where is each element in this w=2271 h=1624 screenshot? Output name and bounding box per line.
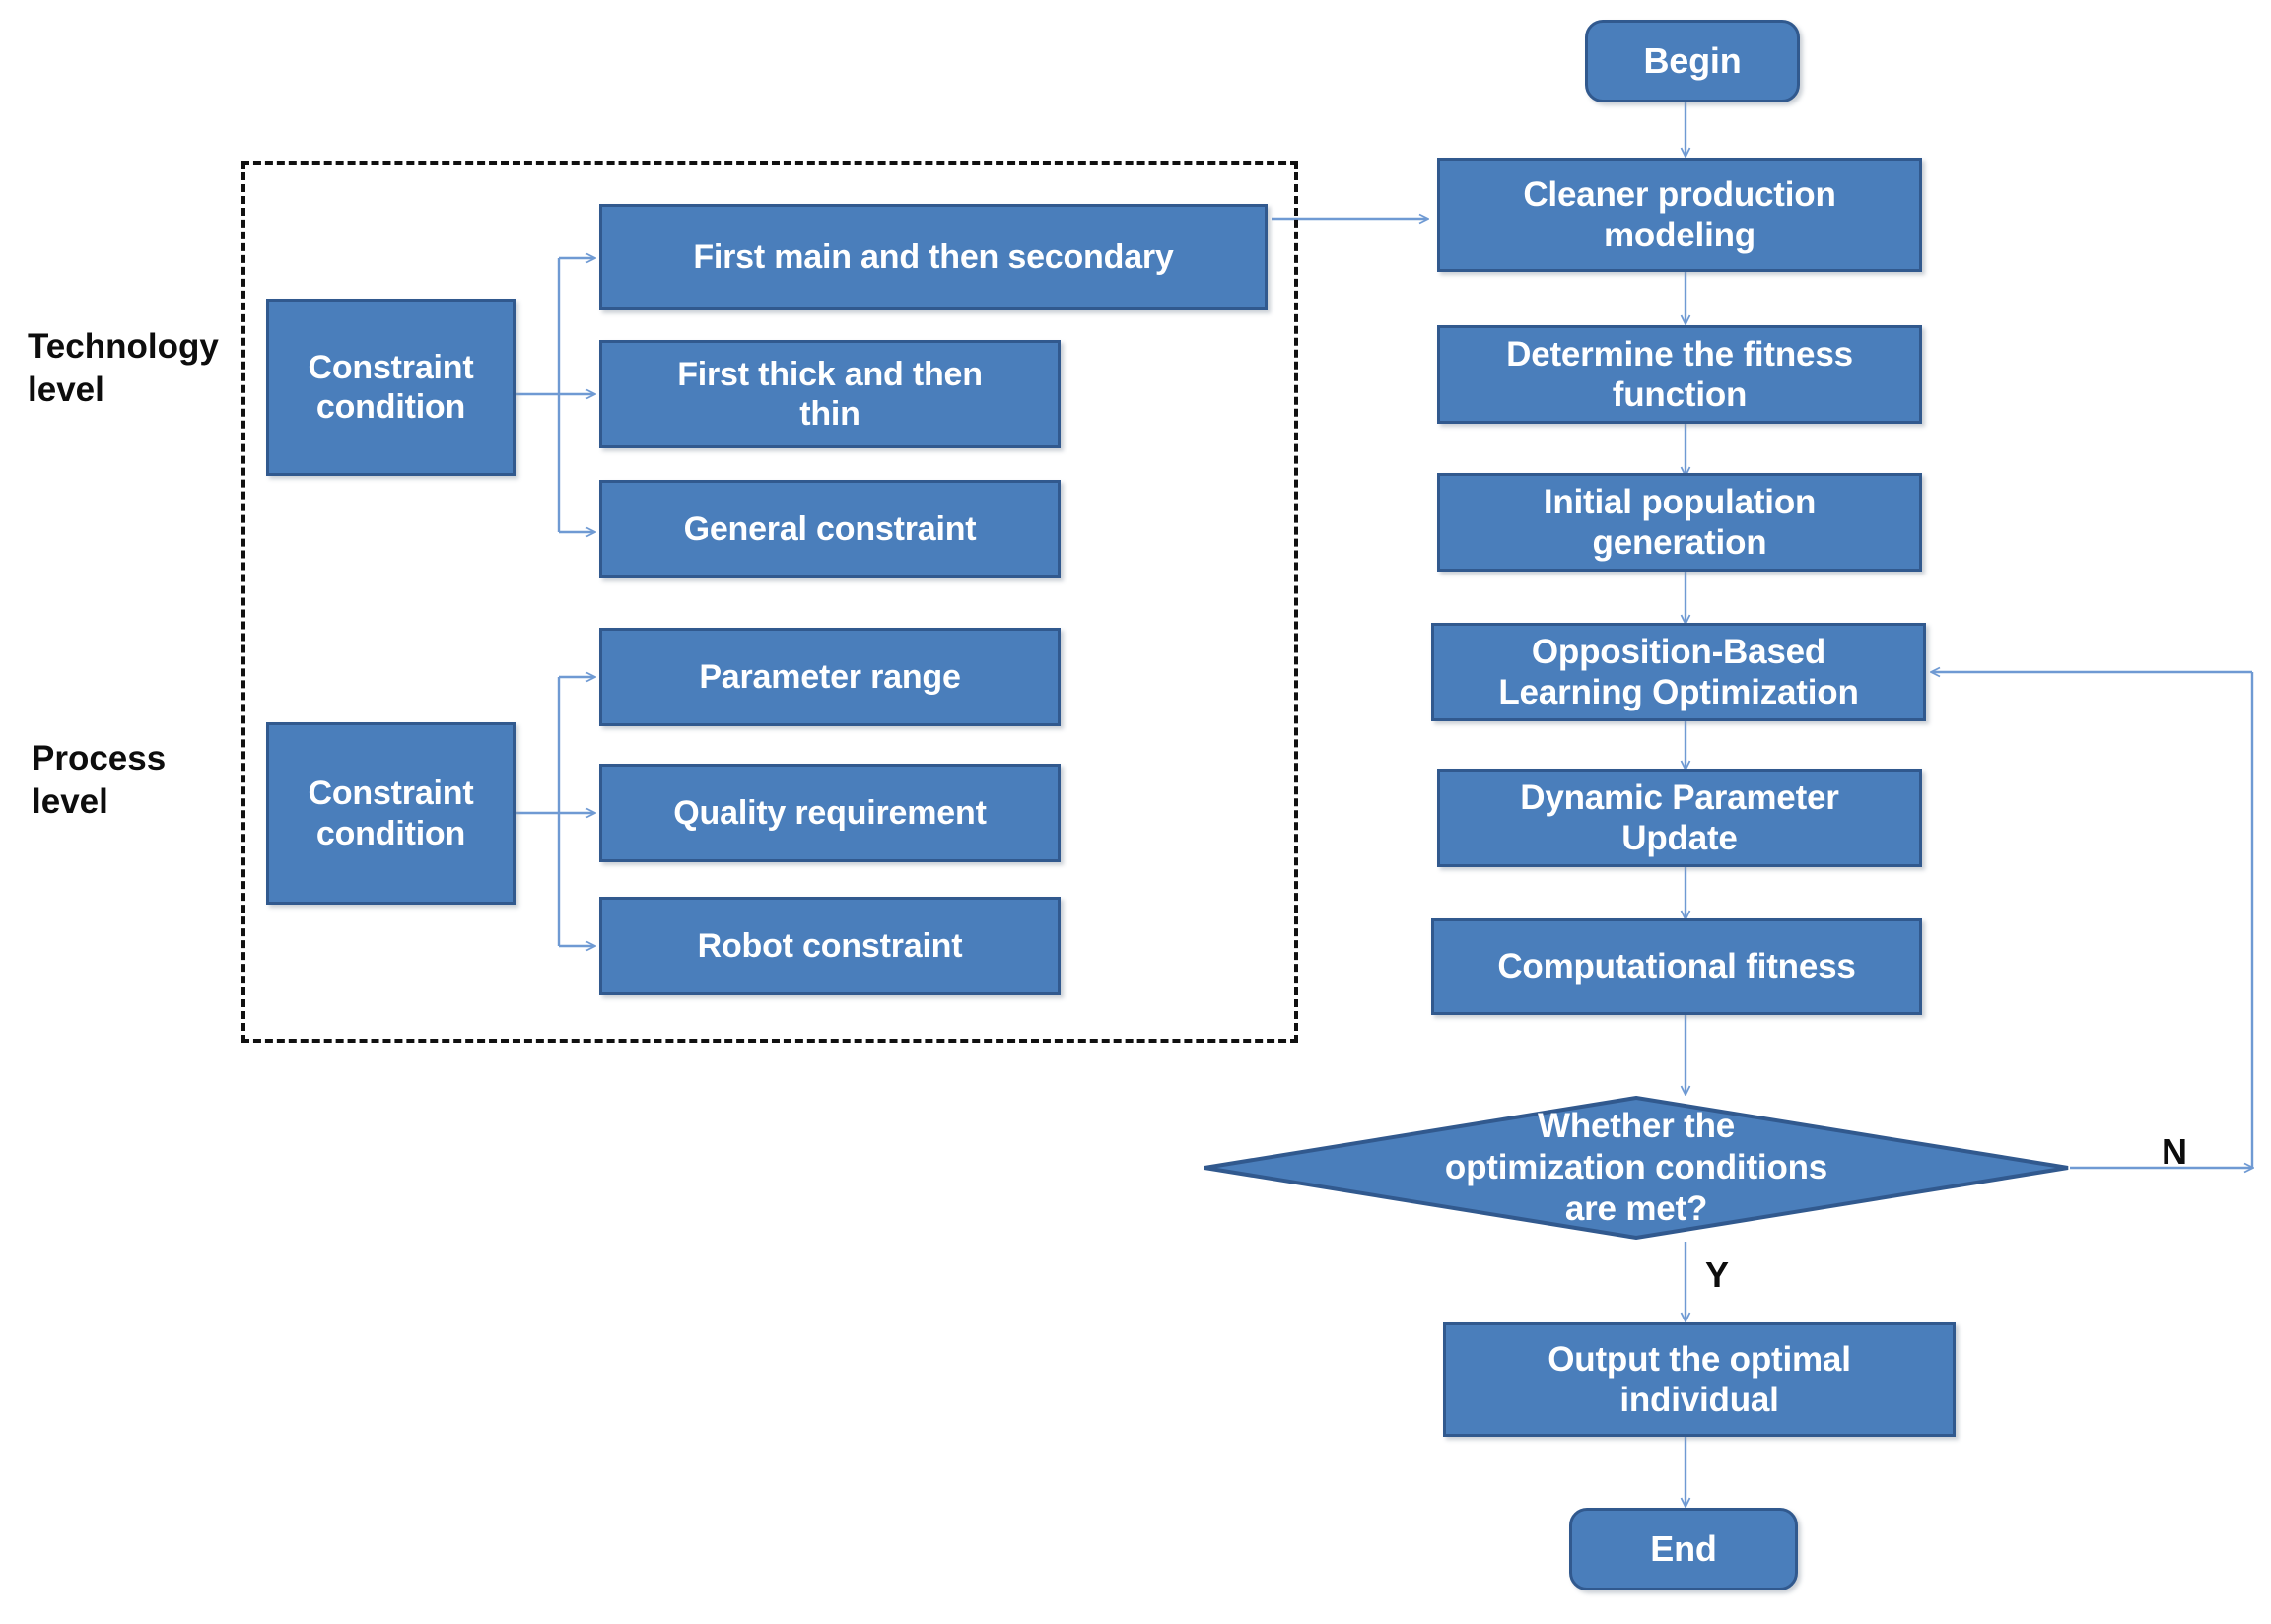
step-cleaner-production-modeling[interactable]: Cleaner production modeling bbox=[1437, 158, 1922, 272]
step-3-line1: Opposition-Based bbox=[1531, 632, 1826, 671]
step-4-line1: Dynamic Parameter bbox=[1520, 778, 1839, 817]
process-target-0-text: Parameter range bbox=[699, 657, 961, 696]
technology-constraint-condition-line1: Constraint bbox=[308, 348, 474, 386]
technology-target-2-text: General constraint bbox=[683, 509, 977, 548]
process-constraint-condition-text: Constraint condition bbox=[296, 774, 485, 852]
technology-level-label-line1: Technology bbox=[28, 327, 219, 366]
step-1-text: Determine the fitness function bbox=[1494, 334, 1865, 416]
step-1-line2: function bbox=[1612, 375, 1748, 414]
step-opposition-based-learning-optimization[interactable]: Opposition-Based Learning Optimization bbox=[1431, 623, 1926, 721]
branch-label-yes: Y bbox=[1705, 1254, 1730, 1295]
step-0-line1: Cleaner production bbox=[1523, 174, 1836, 214]
output-step-line2: individual bbox=[1619, 1381, 1779, 1419]
technology-constraint-condition-line2: condition bbox=[315, 388, 466, 426]
step-determine-the-fitness-function[interactable]: Determine the fitness function bbox=[1437, 325, 1922, 424]
process-level-label: Process level bbox=[32, 737, 248, 824]
output-step-text: Output the optimal individual bbox=[1536, 1339, 1862, 1421]
constraint-group-frame bbox=[241, 161, 1298, 1043]
decision-shape bbox=[1204, 1096, 2069, 1240]
technology-target-first-thick-then-thin[interactable]: First thick and then thin bbox=[599, 340, 1061, 448]
step-computational-fitness[interactable]: Computational fitness bbox=[1431, 918, 1922, 1015]
process-level-label-line1: Process bbox=[32, 739, 167, 778]
begin-node-text: Begin bbox=[1643, 39, 1742, 81]
step-initial-population-generation[interactable]: Initial population generation bbox=[1437, 473, 1922, 572]
technology-level-label: Technology level bbox=[28, 325, 244, 412]
step-0-text: Cleaner production modeling bbox=[1511, 174, 1847, 256]
output-step-line1: Output the optimal bbox=[1548, 1339, 1851, 1379]
end-node[interactable]: End bbox=[1569, 1508, 1798, 1590]
process-target-1-text: Quality requirement bbox=[673, 793, 987, 832]
process-target-quality-requirement[interactable]: Quality requirement bbox=[599, 764, 1061, 862]
technology-target-general-constraint[interactable]: General constraint bbox=[599, 480, 1061, 578]
step-output-the-optimal-individual[interactable]: Output the optimal individual bbox=[1443, 1322, 1956, 1437]
end-node-text: End bbox=[1650, 1527, 1717, 1569]
process-constraint-condition-line2: condition bbox=[315, 814, 466, 852]
step-5-text: Computational fitness bbox=[1497, 947, 1856, 986]
technology-constraint-condition-node[interactable]: Constraint condition bbox=[266, 299, 516, 476]
technology-level-label-line2: level bbox=[28, 370, 104, 409]
step-3-text: Opposition-Based Learning Optimization bbox=[1486, 632, 1870, 713]
step-4-line2: Update bbox=[1621, 819, 1738, 857]
step-2-line2: generation bbox=[1592, 523, 1767, 562]
process-target-parameter-range[interactable]: Parameter range bbox=[599, 628, 1061, 726]
process-constraint-condition-line1: Constraint bbox=[308, 775, 474, 813]
decision-label: Whether the optimization conditions are … bbox=[1203, 1096, 2070, 1240]
process-level-label-line2: level bbox=[32, 781, 108, 821]
step-4-text: Dynamic Parameter Update bbox=[1508, 778, 1850, 859]
process-constraint-condition-node[interactable]: Constraint condition bbox=[266, 722, 516, 905]
process-target-robot-constraint[interactable]: Robot constraint bbox=[599, 897, 1061, 995]
technology-constraint-condition-text: Constraint condition bbox=[296, 348, 485, 427]
step-0-line2: modeling bbox=[1604, 216, 1755, 254]
technology-target-1-line2: thin bbox=[799, 395, 860, 433]
decision-line3: are met? bbox=[1564, 1189, 1708, 1228]
technology-target-0-text: First main and then secondary bbox=[693, 237, 1174, 276]
technology-target-1-text: First thick and then thin bbox=[665, 355, 995, 434]
process-target-2-text: Robot constraint bbox=[697, 926, 963, 965]
decision-line1: Whether the bbox=[1537, 1107, 1736, 1145]
technology-target-first-main-then-secondary[interactable]: First main and then secondary bbox=[599, 204, 1268, 310]
step-2-text: Initial population generation bbox=[1532, 482, 1827, 564]
step-3-line2: Learning Optimization bbox=[1498, 673, 1859, 711]
decision-whether-optimization-conditions-met[interactable]: Whether the optimization conditions are … bbox=[1203, 1096, 2070, 1240]
step-2-line1: Initial population bbox=[1543, 482, 1817, 521]
branch-label-no: N bbox=[2162, 1131, 2187, 1172]
begin-node[interactable]: Begin bbox=[1585, 20, 1800, 102]
step-1-line1: Determine the fitness bbox=[1506, 334, 1853, 373]
technology-target-1-line1: First thick and then bbox=[677, 355, 983, 393]
step-dynamic-parameter-update[interactable]: Dynamic Parameter Update bbox=[1437, 769, 1922, 867]
decision-line2: optimization conditions bbox=[1444, 1148, 1828, 1186]
